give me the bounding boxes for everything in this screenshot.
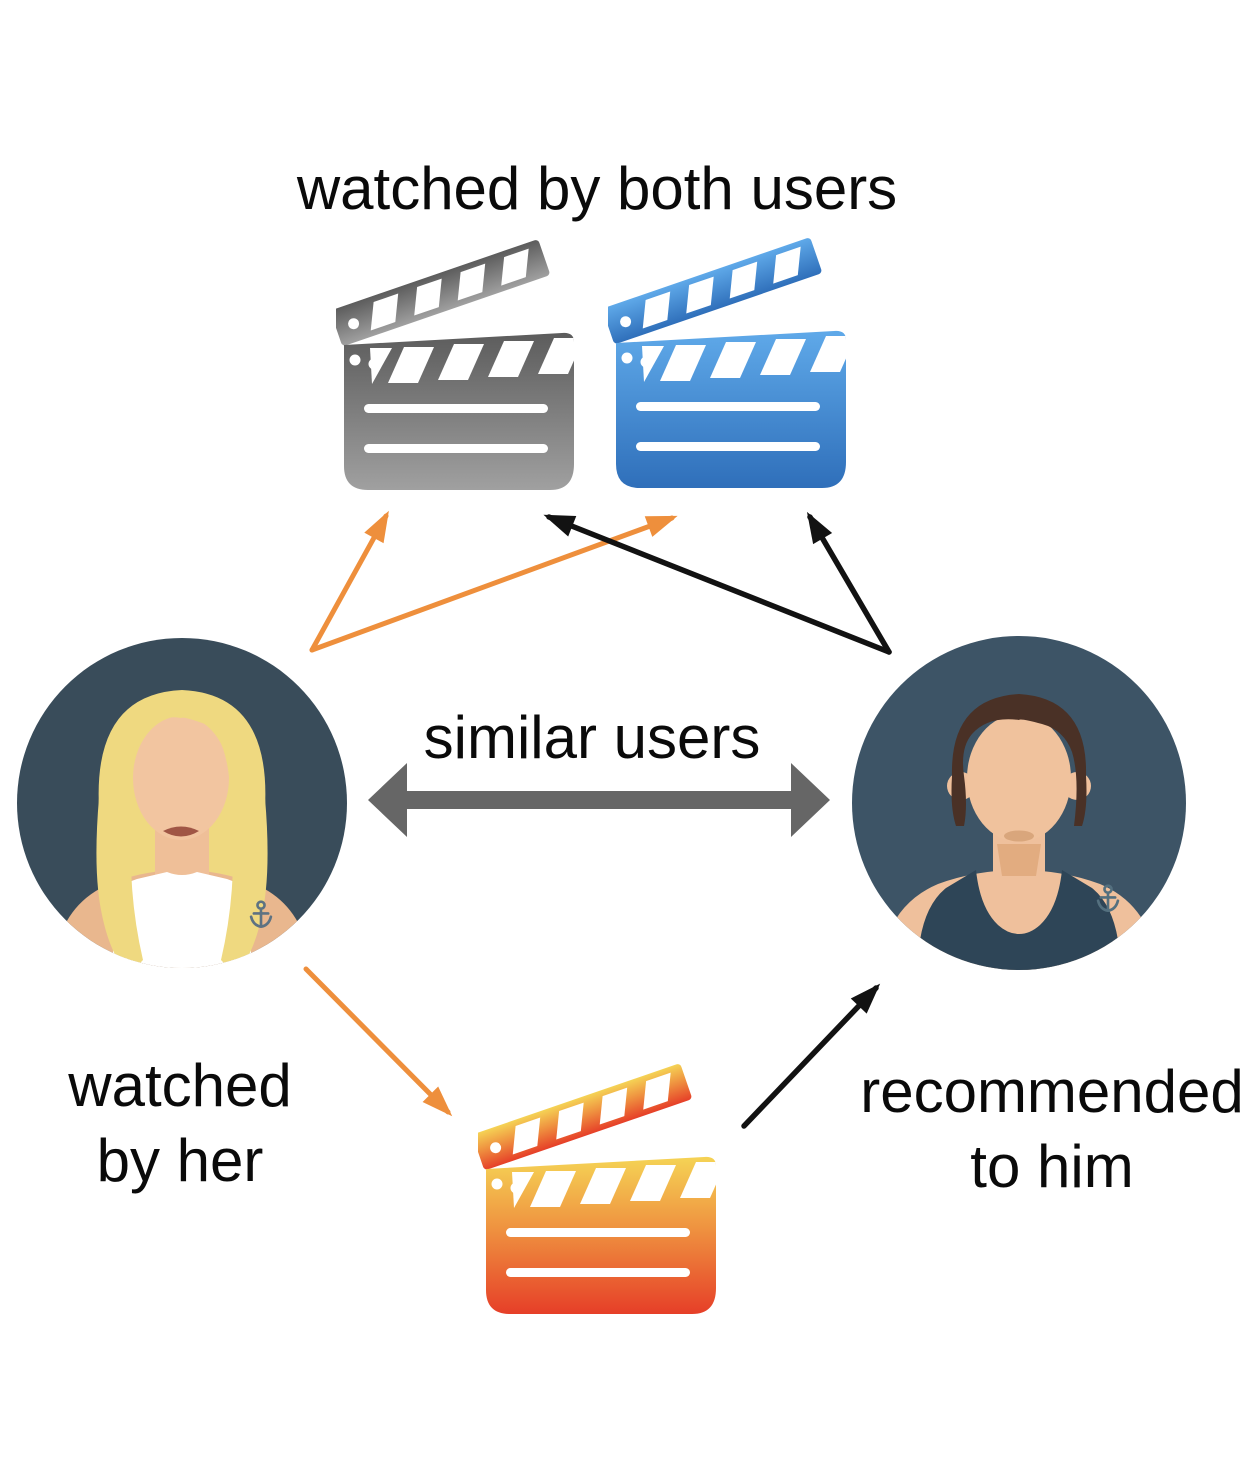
arrow-him-to-blue-movie <box>806 511 892 655</box>
caption-line: by her <box>96 1127 264 1194</box>
caption-line: recommended <box>860 1058 1244 1125</box>
caption-line: watched <box>68 1052 292 1119</box>
caption-recommended-to-him: recommended to him <box>860 1054 1244 1204</box>
arrow-her-to-orange-movie <box>303 966 453 1117</box>
arrow-her-to-gray-movie <box>309 510 389 653</box>
caption-similar-users: similar users <box>423 704 761 771</box>
caption-watched-by-both-users: watched by both users <box>296 155 898 222</box>
anchor-tattoo-icon <box>249 900 273 928</box>
anchor-tattoo-icon <box>1096 884 1120 912</box>
caption-line: to him <box>970 1133 1134 1200</box>
clapperboard-orange-icon <box>478 1064 716 1314</box>
double-arrow-similar-users <box>368 763 830 837</box>
woman-avatar <box>17 638 347 968</box>
clapperboard-blue-icon <box>608 238 846 488</box>
arrow-her-to-blue-movie <box>309 515 678 653</box>
man-avatar <box>852 636 1186 970</box>
caption-watched-by-her: watched by her <box>68 1048 291 1198</box>
arrow-orange-movie-to-him <box>741 983 881 1129</box>
clapperboard-gray-icon <box>336 240 574 490</box>
arrow-him-to-gray-movie <box>543 514 892 655</box>
